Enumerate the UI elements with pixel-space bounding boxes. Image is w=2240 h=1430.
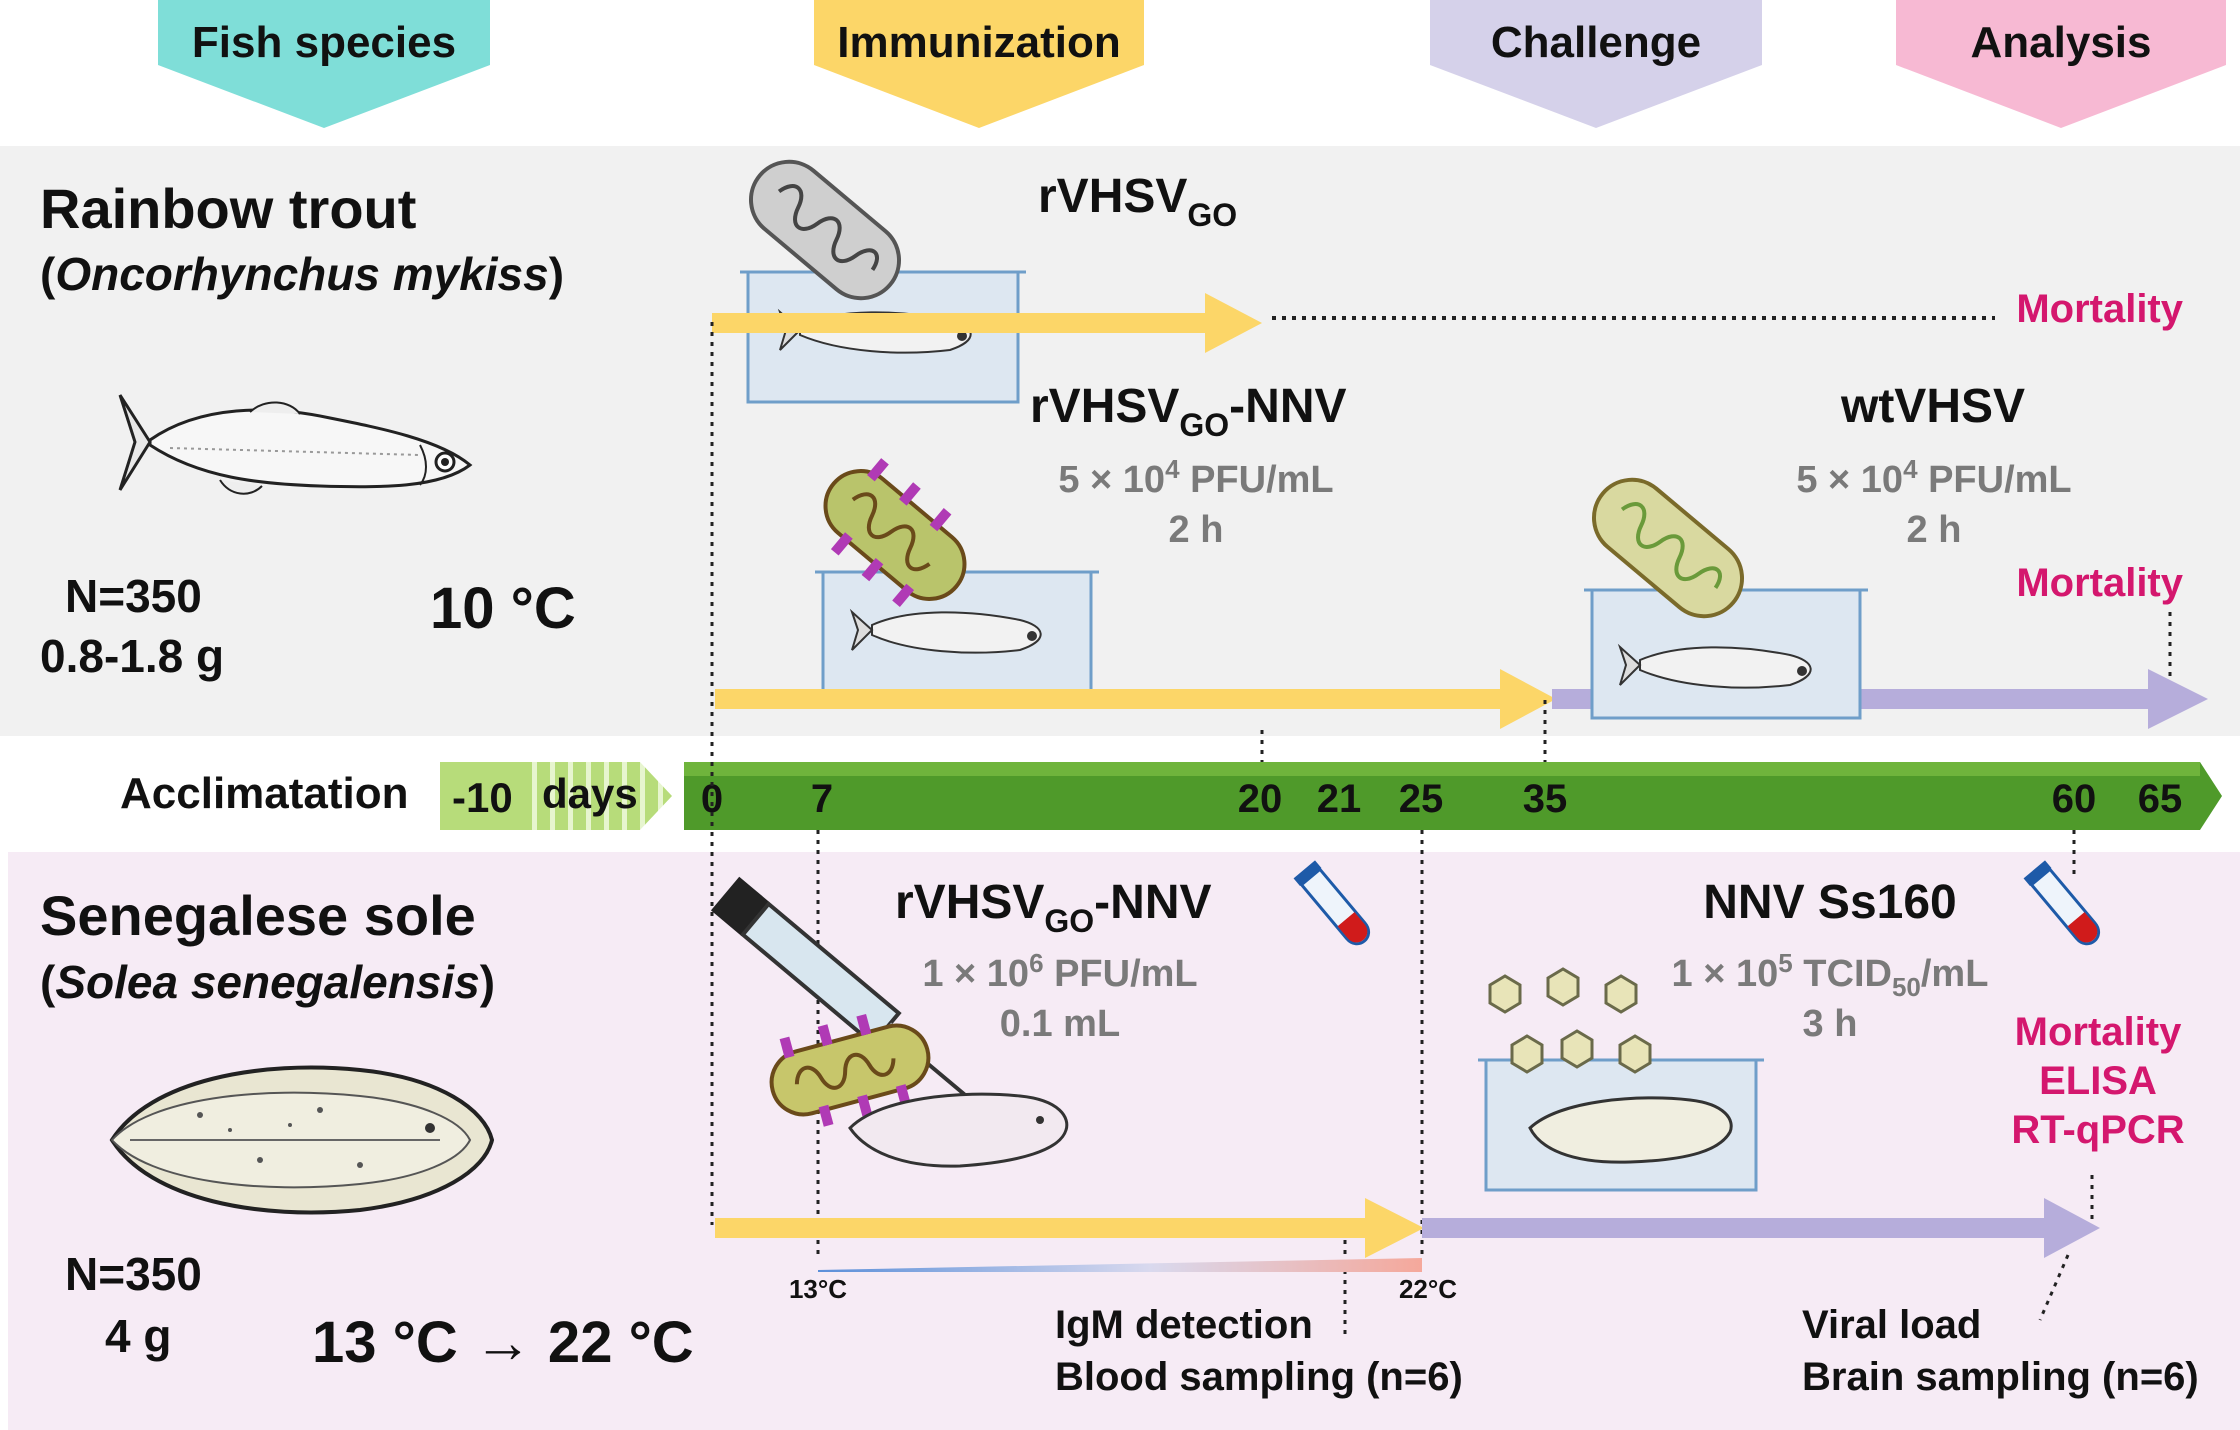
virus-icon-sole-vaccine (769, 1013, 931, 1127)
acclimatation-start: -10 (452, 774, 513, 821)
tick-0: 0 (701, 777, 723, 821)
fish-in-tank-3 (1617, 643, 1812, 689)
header-immunization: Immunization (814, 0, 1144, 128)
timeline-ticks: 0 7 20 21 25 35 60 65 (701, 777, 2182, 821)
tick-60: 60 (2052, 777, 2097, 821)
trout-vaccine2-arrow (715, 669, 1556, 729)
sole-common-name: Senegalese sole (40, 884, 476, 947)
trout-vaccine2-label: rVHSVGO-NNV (1030, 380, 1347, 443)
acclimatation-days: days (542, 770, 638, 817)
sole-in-tank (1528, 1096, 1733, 1164)
header-fish-species: Fish species (158, 0, 490, 128)
tick-25: 25 (1399, 777, 1444, 821)
temperature-gradient-bar (818, 1258, 1422, 1272)
trout-vaccine2-dose: 5 × 104 PFU/mL (1058, 454, 1333, 501)
sole-latin-name: (Solea senegalensis) (40, 956, 495, 1008)
sole-analysis-rtqpcr: RT-qPCR (2011, 1108, 2184, 1152)
tick-7: 7 (811, 777, 833, 821)
sole-in-injection (848, 1092, 1069, 1168)
trout-vaccine2-time: 2 h (1169, 509, 1224, 551)
virus-icon-wtvhsv (1591, 477, 1745, 619)
sole-weight: 4 g (105, 1310, 171, 1362)
trout-vaccine1-arrow (712, 293, 1262, 353)
trout-challenge-dose: 5 × 104 PFU/mL (1796, 454, 2071, 501)
trout-common-name: Rainbow trout (40, 177, 416, 240)
sole-vaccine-arrow (715, 1198, 1424, 1258)
blood-tube-icon (1293, 860, 1371, 946)
svg-text:Immunization: Immunization (837, 18, 1121, 67)
sampling1-line1: IgM detection (1055, 1303, 1313, 1347)
header-analysis: Analysis (1896, 0, 2226, 128)
timeline-bar (684, 762, 2222, 830)
svg-text:Fish species: Fish species (192, 18, 456, 67)
virus-icon-rvhsv-nnv (823, 458, 967, 607)
sole-vaccine-dose: 1 × 106 PFU/mL (922, 948, 1197, 995)
svg-text:Analysis: Analysis (1971, 18, 2152, 67)
temp-start-label: 13°C (789, 1274, 847, 1304)
sole-challenge-dose: 1 × 105 TCID50/mL (1672, 948, 1989, 1002)
trout-challenge-label: wtVHSV (1840, 380, 2025, 433)
sole-n: N=350 (65, 1248, 202, 1300)
trout-vaccine1-mortality: Mortality (2016, 287, 2183, 331)
sole-vaccine-volume: 0.1 mL (1000, 1003, 1120, 1045)
sole-analysis-elisa: ELISA (2039, 1059, 2157, 1103)
nnv-virus-icons (1488, 967, 1652, 1074)
header-challenge: Challenge (1430, 0, 1762, 128)
sole-temperature: 13 °C → 22 °C (312, 1310, 694, 1375)
rainbow-trout-icon (118, 394, 473, 495)
sampling2-line1: Viral load (1802, 1303, 1981, 1347)
tick-35: 35 (1523, 777, 1568, 821)
trout-latin-name: (Oncorhynchus mykiss) (40, 248, 564, 300)
sole-analysis-mortality: Mortality (2015, 1010, 2182, 1054)
sole-challenge-arrow (1422, 1198, 2100, 1258)
sole-tank (1478, 1058, 1764, 1192)
sampling1-line2: Blood sampling (n=6) (1055, 1355, 1463, 1399)
virus-icon-rvhsv (748, 159, 902, 301)
temp-end-label: 22°C (1399, 1274, 1457, 1304)
svg-text:Challenge: Challenge (1491, 18, 1701, 67)
tick-21: 21 (1317, 777, 1362, 821)
trout-vaccine1-label: rVHSVGO (1038, 170, 1237, 233)
sampling2-line2: Brain sampling (n=6) (1802, 1355, 2199, 1399)
sole-challenge-time: 3 h (1803, 1003, 1858, 1045)
trout-challenge-time: 2 h (1907, 509, 1962, 551)
brain-tube-icon (2023, 860, 2101, 946)
tick-20: 20 (1238, 777, 1283, 821)
fish-in-tank-2 (849, 608, 1042, 654)
trout-challenge-mortality: Mortality (2016, 561, 2183, 605)
trout-weight: 0.8-1.8 g (40, 630, 224, 682)
sole-challenge-label: NNV Ss160 (1703, 876, 1956, 929)
acclimatation-arrow (440, 762, 672, 830)
trout-n: N=350 (65, 570, 202, 622)
trout-temperature: 10 °C (430, 576, 576, 641)
senegalese-sole-icon (109, 1065, 495, 1215)
acclimatation-label: Acclimatation (120, 769, 409, 818)
sole-vaccine-label: rVHSVGO-NNV (895, 876, 1212, 939)
tick-65: 65 (2138, 777, 2183, 821)
